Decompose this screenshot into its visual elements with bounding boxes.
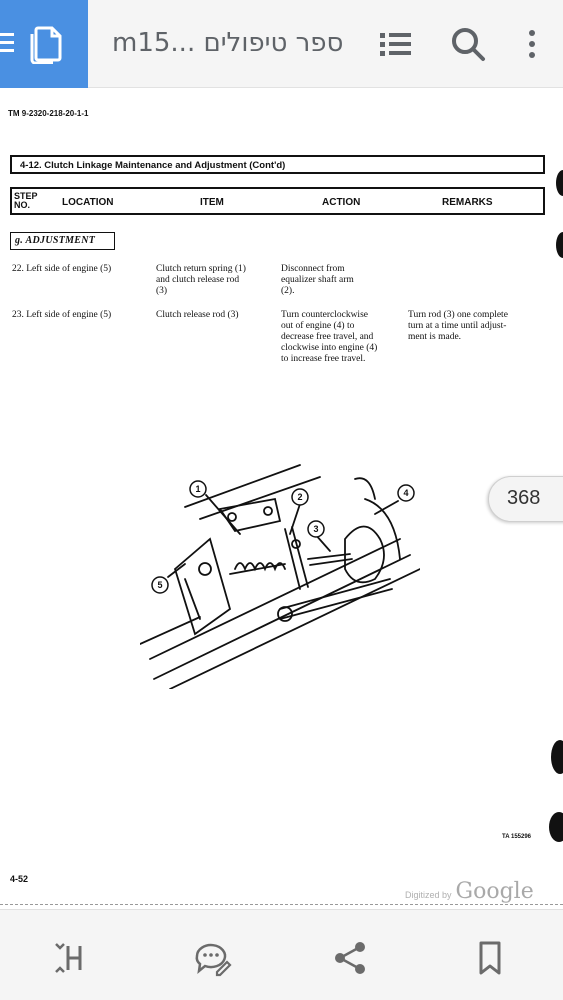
header-location: LOCATION (62, 197, 114, 208)
section-title: 4-12. Clutch Linkage Maintenance and Adj… (10, 155, 545, 174)
page-counter[interactable]: 368 (488, 476, 563, 522)
edge-fragment (556, 232, 563, 258)
document-copy-icon[interactable] (28, 24, 62, 64)
list-icon[interactable] (373, 22, 417, 66)
bottom-toolbar (0, 909, 563, 1000)
ta-number: TA 155296 (502, 834, 532, 840)
header-item: ITEM (200, 197, 224, 208)
fit-width-icon[interactable] (46, 936, 90, 980)
tm-identifier: TM 9-2320-218-20-1-1 (8, 109, 89, 118)
document-title: m15... ספר טיפולים (112, 28, 344, 58)
share-icon[interactable] (328, 936, 372, 980)
digitized-watermark: Digitized by Google (405, 879, 534, 904)
page-edge (0, 904, 563, 907)
edge-fragment (551, 740, 563, 774)
bookmark-icon[interactable] (468, 936, 512, 980)
row-23-location: 23. Left side of engine (5) (12, 310, 112, 320)
callout-5: 5 (157, 580, 162, 590)
callout-1: 1 (195, 484, 200, 494)
callout-2: 2 (297, 492, 302, 502)
doc-button-area[interactable] (0, 0, 88, 88)
clutch-linkage-diagram: 1 2 3 4 5 (140, 464, 420, 689)
menu-icon[interactable] (0, 33, 14, 53)
header-action: ACTION (322, 197, 361, 208)
edge-fragment (556, 170, 563, 196)
search-icon[interactable] (446, 22, 490, 66)
row-22-location: 22. Left side of engine (5) (12, 264, 112, 274)
page-number: 4-52 (10, 874, 29, 884)
header-remarks: REMARKS (442, 197, 493, 208)
document-page[interactable]: TM 9-2320-218-20-1-1 4-12. Clutch Linkag… (0, 89, 563, 909)
app-bar: m15... ספר טיפולים (0, 0, 563, 88)
row-22-item: Clutch return spring (1)and clutch relea… (156, 264, 246, 296)
row-23-item: Clutch release rod (3) (156, 310, 239, 320)
adjustment-label: g. ADJUSTMENT (10, 232, 115, 250)
more-vert-icon[interactable] (510, 22, 554, 66)
callout-4: 4 (403, 488, 408, 498)
callout-3: 3 (313, 524, 318, 534)
edge-fragment (549, 812, 563, 842)
comment-edit-icon[interactable] (189, 936, 233, 980)
